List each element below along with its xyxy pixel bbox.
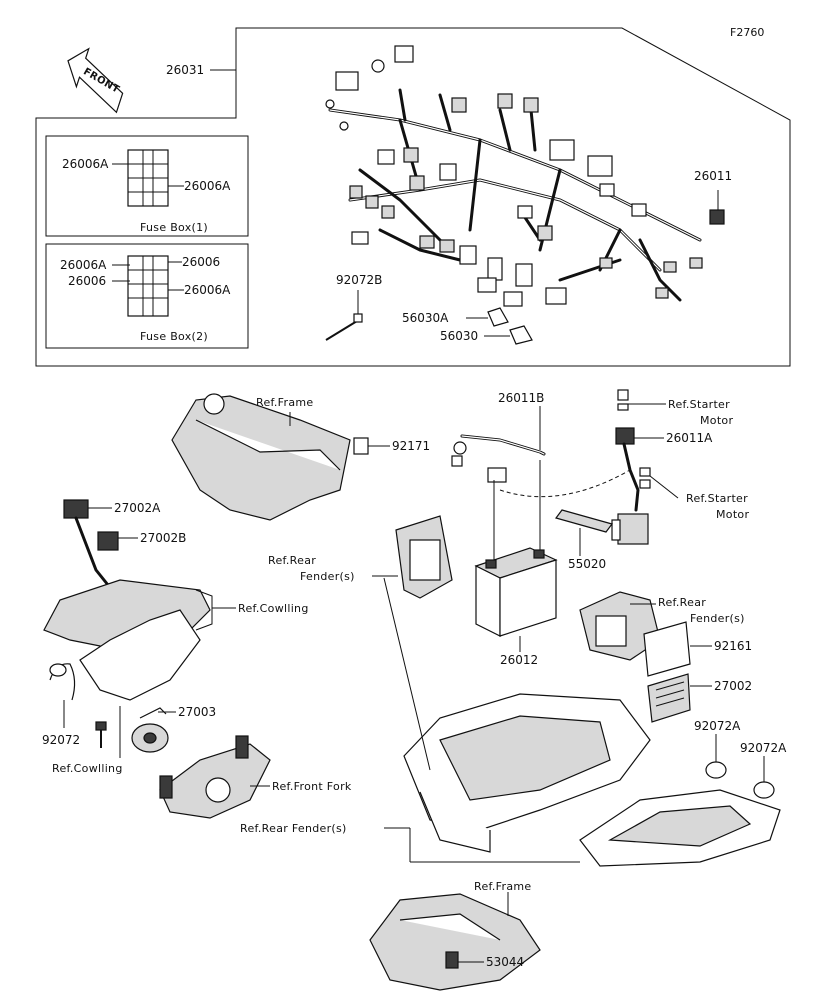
ref-cowlling-2-label: Ref.Cowlling: [52, 762, 123, 775]
rear-fender-lower-icon: [579, 789, 781, 867]
part-92072B-label: 92072B: [336, 273, 382, 287]
ref-front-fork-label: Ref.Front Fork: [272, 780, 352, 793]
part-92161-label: 92161: [714, 639, 752, 653]
ref-rear-fender-2a: Ref.Rear: [658, 596, 706, 609]
fuse-box-2-icon: [127, 255, 169, 317]
battery-icon: [474, 460, 558, 637]
figure-id: F2760: [730, 26, 764, 39]
part-26006-fb2-a: 26006: [182, 255, 220, 269]
part-27002B-icon: [97, 531, 119, 551]
part-92072-label: 92072: [42, 733, 80, 747]
part-55020-label: 55020: [568, 557, 606, 571]
ref-starter-motor-2a: Ref.Starter: [686, 492, 748, 505]
part-56030A-icon: [487, 307, 509, 327]
ref-rear-fender-1b: Fender(s): [300, 570, 355, 583]
part-55020-icon: [554, 509, 614, 533]
cowlling-bracket-icon: [43, 516, 211, 701]
part-26006A-fb1-a: 26006A: [62, 157, 109, 171]
part-26011B-label: 26011B: [498, 391, 544, 405]
part-92171-label: 92171: [392, 439, 430, 453]
ref-starter-motor-2b: Motor: [716, 508, 749, 521]
part-92072A-2-icon: [753, 781, 775, 799]
fuse-box-2-label: Fuse Box(2): [140, 330, 208, 343]
rear-fender-bracket-icon: [579, 591, 661, 661]
part-92072A-2-label: 92072A: [740, 741, 787, 755]
part-26011-label: 26011: [694, 169, 732, 183]
part-92072A-1-icon: [705, 761, 727, 779]
part-27002A-icon: [63, 499, 89, 519]
part-26011A-icon: [615, 427, 640, 512]
part-27002B-label: 27002B: [140, 531, 186, 545]
front-fork-icon: [159, 735, 271, 819]
fuse-box-1-label: Fuse Box(1): [140, 221, 208, 234]
part-26006A-fb2-b: 26006A: [184, 283, 231, 297]
part-27002-label: 27002: [714, 679, 752, 693]
part-56030-label: 56030: [440, 329, 478, 343]
part-26006A-fb2-a: 26006A: [60, 258, 107, 272]
ref-starter-motor-1b: Motor: [700, 414, 733, 427]
part-27002-icon: [647, 673, 691, 723]
part-26006A-fb1-b: 26006A: [184, 179, 231, 193]
part-26012-label: 26012: [500, 653, 538, 667]
part-56030A-label: 56030A: [402, 311, 449, 325]
part-53044-icon: [445, 951, 459, 969]
cable-dashed: [499, 469, 631, 498]
ecu-bracket-icon: [395, 515, 453, 599]
part-26011A-label: 26011A: [666, 431, 713, 445]
ref-frame-top-label: Ref.Frame: [256, 396, 313, 409]
part-26006-fb2-b: 26006: [68, 274, 106, 288]
part-53044-label: 53044: [486, 955, 524, 969]
part-27003-label: 27003: [178, 705, 216, 719]
ref-starter-motor-1a: Ref.Starter: [668, 398, 730, 411]
part-26011B-icon: [451, 434, 546, 467]
ref-cowlling-1-label: Ref.Cowlling: [238, 602, 309, 615]
main-wiring-harness: [325, 45, 703, 307]
starter-relay-icon: [611, 513, 649, 545]
ref-rear-fender-1a: Ref.Rear: [268, 554, 316, 567]
fuse-box-1-frame: [45, 135, 249, 237]
ref-frame-bottom-label: Ref.Frame: [474, 880, 531, 893]
part-92072A-1-label: 92072A: [694, 719, 741, 733]
frame-upper-icon: [171, 393, 351, 521]
ref-rear-fender-3-label: Ref.Rear Fender(s): [240, 822, 347, 835]
part-92161-icon: [643, 621, 691, 677]
frame-lower-icon: [369, 893, 541, 991]
part-27002A-label: 27002A: [114, 501, 161, 515]
part-26011-icon: [709, 209, 725, 225]
part-26031-label: 26031: [166, 63, 204, 77]
front-arrow-icon: FRONT: [67, 47, 124, 114]
bolt-icon: [95, 721, 107, 748]
fuse-box-2-frame: [45, 243, 249, 349]
fuse-box-1-icon: [127, 149, 169, 207]
rear-fender-tray-icon: [403, 693, 651, 853]
horn-icon: [131, 707, 169, 753]
part-56030-icon: [509, 325, 533, 345]
ref-rear-fender-2b: Fender(s): [690, 612, 745, 625]
part-92072-icon: [49, 663, 76, 701]
harness-box: [35, 27, 791, 367]
part-92171-icon: [353, 437, 369, 455]
